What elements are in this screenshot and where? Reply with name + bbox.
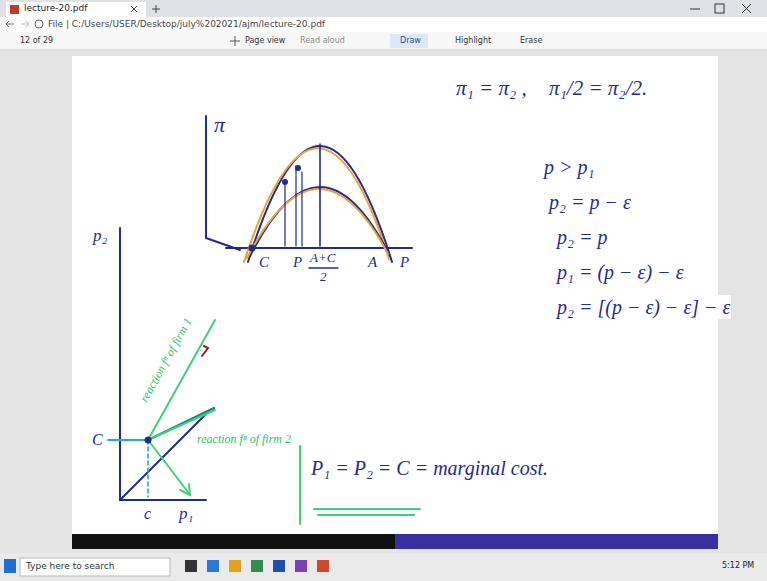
price-axes (120, 228, 206, 500)
clock-text: 5:12 PM (722, 561, 754, 571)
axis-tick-label: A (367, 253, 378, 271)
maximize-button (715, 4, 724, 13)
toolbar-item: Highlight (455, 36, 491, 46)
equilibrium-note: P₁ = P₂ = C = marginal cost. (310, 456, 552, 480)
tab-title: lecture-20.pdf (24, 3, 87, 14)
equation: p₂ = [(p − ε) − ε] − ε (556, 295, 731, 319)
zoom-icon (230, 36, 240, 46)
reaction-label: reaction fⁿ of firm 1 (136, 315, 195, 406)
taskbar-icon (229, 560, 241, 572)
window-close (742, 4, 751, 13)
diagonal-line (120, 414, 206, 500)
equation: p > p₁ (543, 155, 595, 179)
start-button (4, 559, 16, 573)
tab-bar (0, 0, 767, 17)
search-placeholder: Type here to search (26, 561, 114, 572)
tab-close (131, 6, 137, 12)
draw-tool-highlight (390, 34, 428, 48)
equation: p₁ = (p − ε) − ε (556, 260, 685, 284)
profit-point (282, 179, 288, 185)
toolbar-border (0, 50, 767, 51)
axis-label: P (399, 253, 410, 271)
pen-mark (202, 346, 208, 356)
taskbar-icon (273, 560, 285, 572)
axis-tick-label: P (292, 253, 303, 271)
axis-tick-label: C (91, 430, 104, 449)
address-text: File | C:/Users/USER/Desktop/july%202021… (48, 19, 325, 30)
axis-label: p₂ (92, 226, 108, 246)
taskbar-ground (0, 553, 767, 581)
taskbar-icon (185, 560, 197, 572)
new-tab (152, 5, 160, 13)
profit-graph (206, 116, 412, 268)
page-counter: 12 of 29 (20, 36, 53, 46)
axis-tick-label: C (258, 253, 270, 271)
profit-point (295, 165, 301, 171)
axis-label: π (213, 112, 226, 138)
cost-guide (108, 439, 148, 441)
toolbar-item: Page view (245, 36, 285, 46)
tab-icon (10, 5, 19, 14)
progress-bar (72, 534, 395, 549)
axis-tick-label: c (143, 504, 152, 523)
taskbar-icon (251, 560, 263, 572)
taskbar-icon (207, 560, 219, 572)
address-bar (0, 17, 767, 32)
back-button (6, 21, 14, 27)
reload-button (35, 20, 43, 28)
cost-guide (147, 440, 149, 497)
forward-button (21, 21, 29, 27)
axis-label: p₁ (178, 504, 194, 524)
toolbar-item: Read aloud (300, 36, 345, 46)
cost-point (249, 245, 256, 252)
taskbar (0, 553, 767, 581)
monopoly-price-line (319, 144, 321, 246)
taskbar-icon (295, 560, 307, 572)
equation: p₂ = p (556, 225, 608, 249)
reaction-label: reaction fⁿ of firm 2 (196, 432, 298, 446)
pdf-toolbar (0, 32, 767, 50)
axis-tick-label: A+C (309, 250, 336, 266)
equilibrium-point (145, 437, 152, 444)
toolbar-item: Erase (520, 36, 542, 46)
price-guide-lines (285, 166, 302, 246)
minimize-button (690, 9, 700, 10)
browser-chrome (0, 0, 767, 50)
profit-curve-highlight (244, 148, 389, 262)
equation: π₁ = π₂ , (455, 76, 528, 101)
equation: p₂ = p − ε (548, 190, 632, 214)
taskbar-icon (317, 560, 329, 572)
equation: π₁/2 = π₂/2. (548, 76, 648, 101)
arrow-head (180, 484, 190, 495)
search-box (20, 558, 170, 576)
underline (314, 509, 420, 515)
active-tab (6, 2, 146, 17)
toolbar-item: Draw (400, 36, 421, 46)
half-profit-curve-highlight (247, 189, 388, 258)
separator-line (299, 446, 301, 524)
progress-bar-fill (395, 534, 718, 549)
green-arrow (148, 440, 188, 492)
axis-tick-label: 2 (319, 269, 328, 285)
